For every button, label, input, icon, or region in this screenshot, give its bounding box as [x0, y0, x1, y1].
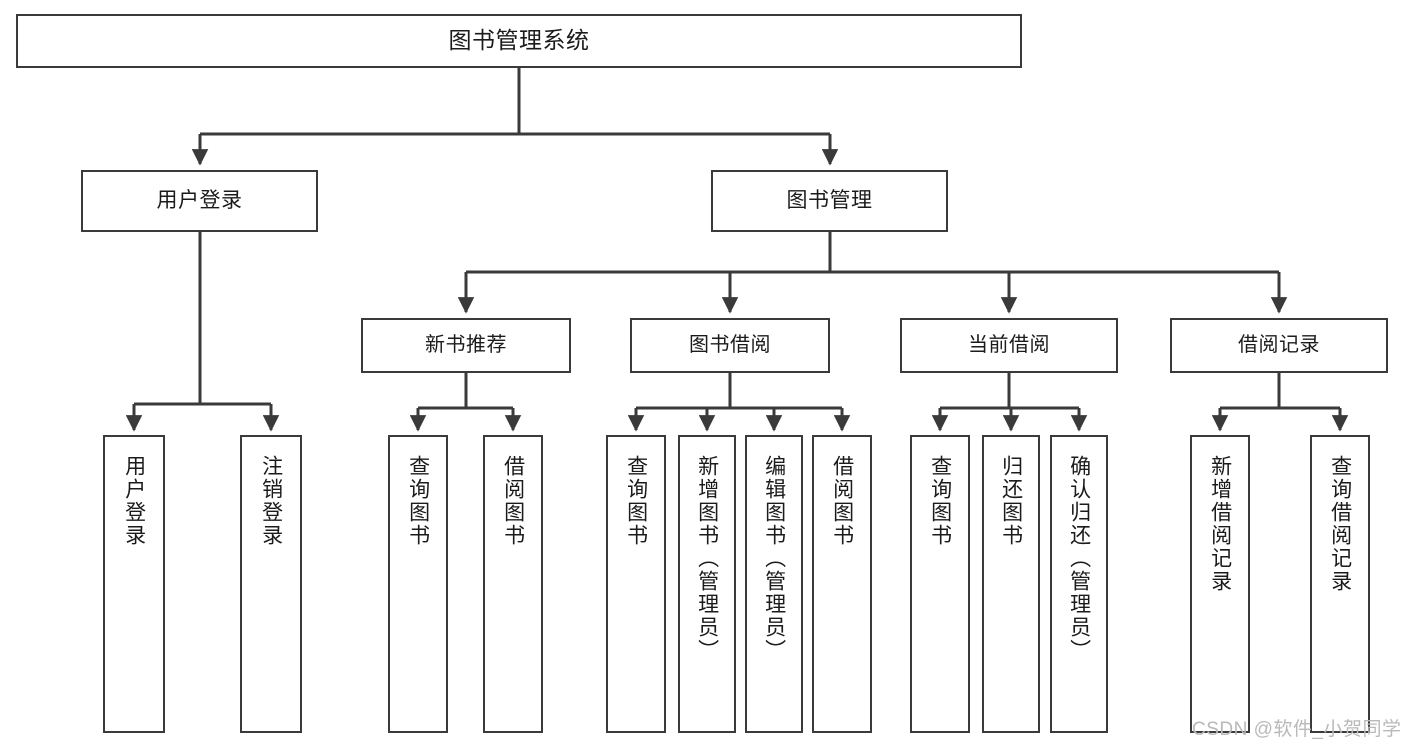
leaf-confirm-return-admin[interactable]: 确认归还（管理员）: [1050, 435, 1108, 733]
node-root[interactable]: 图书管理系统: [16, 14, 1022, 68]
node-borrow-record-label: 借阅记录: [1238, 333, 1320, 356]
node-user-login[interactable]: 用户登录: [81, 170, 318, 232]
leaf-add-borrow-record-label: 新增借阅记录: [1208, 455, 1232, 593]
node-new-book-recommend[interactable]: 新书推荐: [361, 318, 571, 373]
leaf-add-book-admin-label: 新增图书（管理员）: [695, 455, 719, 662]
node-user-login-label: 用户登录: [156, 188, 243, 212]
leaf-return-book-label: 归还图书: [999, 455, 1023, 547]
leaf-borrow-book[interactable]: 借阅图书: [812, 435, 872, 733]
leaf-borrow-book-rec[interactable]: 借阅图书: [483, 435, 543, 733]
node-book-management[interactable]: 图书管理: [711, 170, 948, 232]
leaf-logout-label: 注销登录: [259, 455, 283, 547]
leaf-edit-book-admin[interactable]: 编辑图书（管理员）: [745, 435, 803, 733]
leaf-return-book[interactable]: 归还图书: [982, 435, 1040, 733]
leaf-add-book-admin[interactable]: 新增图书（管理员）: [678, 435, 736, 733]
leaf-logout[interactable]: 注销登录: [240, 435, 302, 733]
node-book-borrow[interactable]: 图书借阅: [630, 318, 830, 373]
node-borrow-record[interactable]: 借阅记录: [1170, 318, 1388, 373]
node-current-borrow[interactable]: 当前借阅: [900, 318, 1118, 373]
leaf-query-borrow-record[interactable]: 查询借阅记录: [1310, 435, 1370, 733]
leaf-user-login[interactable]: 用户登录: [103, 435, 165, 733]
leaf-query-book-current[interactable]: 查询图书: [910, 435, 970, 733]
leaf-query-book-rec-label: 查询图书: [406, 455, 430, 547]
node-book-management-label: 图书管理: [786, 188, 873, 212]
leaf-query-borrow-record-label: 查询借阅记录: [1328, 455, 1352, 593]
leaf-user-login-label: 用户登录: [122, 455, 146, 547]
leaf-confirm-return-admin-label: 确认归还（管理员）: [1067, 455, 1091, 662]
leaf-query-book-current-label: 查询图书: [928, 455, 952, 547]
leaf-query-book-rec[interactable]: 查询图书: [388, 435, 448, 733]
node-book-borrow-label: 图书借阅: [689, 333, 771, 356]
leaf-edit-book-admin-label: 编辑图书（管理员）: [762, 455, 786, 662]
leaf-query-book-borrow-label: 查询图书: [624, 455, 648, 547]
node-current-borrow-label: 当前借阅: [968, 333, 1050, 356]
csdn-watermark: CSDN @软件_小贺同学: [1192, 719, 1402, 740]
node-root-label: 图书管理系统: [448, 27, 590, 54]
leaf-borrow-book-rec-label: 借阅图书: [501, 455, 525, 547]
leaf-query-book-borrow[interactable]: 查询图书: [606, 435, 666, 733]
node-new-book-recommend-label: 新书推荐: [425, 333, 507, 356]
leaf-borrow-book-label: 借阅图书: [830, 455, 854, 547]
leaf-add-borrow-record[interactable]: 新增借阅记录: [1190, 435, 1250, 733]
